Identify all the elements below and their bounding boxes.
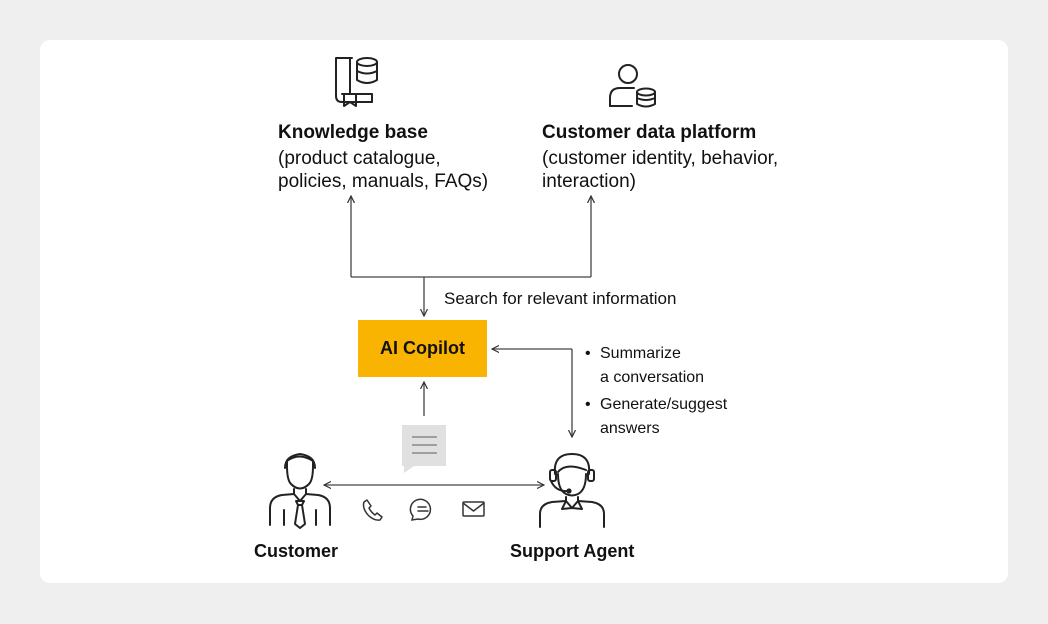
support-agent-label: Support Agent — [510, 541, 635, 561]
agent-connector — [492, 349, 572, 437]
search-label: Search for relevant information — [444, 289, 677, 308]
customer-label: Customer — [254, 541, 339, 561]
phone-icon — [362, 499, 383, 521]
chat-bubble-icon — [409, 498, 432, 521]
message-document-icon — [402, 425, 446, 473]
ai-copilot-label: AI Copilot — [380, 338, 465, 358]
cdp-detail-line1: (customer identity, behavior, — [542, 148, 779, 169]
task-generate-line1: Generate/suggest — [585, 393, 727, 417]
task-summarize-line1: Summarize — [585, 342, 681, 366]
search-connector — [351, 196, 591, 316]
customer-person-icon — [269, 453, 331, 529]
knowledge-base-title: Knowledge base — [278, 122, 428, 143]
ai-copilot-box: AI Copilot — [358, 320, 487, 377]
user-database-icon — [609, 64, 656, 108]
knowledge-base-detail-line2: policies, manuals, FAQs) — [278, 171, 489, 192]
cdp-title: Customer data platform — [542, 122, 757, 143]
book-database-icon — [335, 57, 378, 107]
cdp-detail-line2: interaction) — [542, 171, 636, 192]
task-generate-line2: answers — [600, 420, 660, 437]
mail-icon — [462, 501, 485, 517]
diagram-card — [40, 40, 1008, 583]
headset-agent-icon — [539, 453, 605, 528]
knowledge-base-detail-line1: (product catalogue, — [278, 148, 441, 169]
task-summarize-line2: a conversation — [600, 369, 705, 386]
